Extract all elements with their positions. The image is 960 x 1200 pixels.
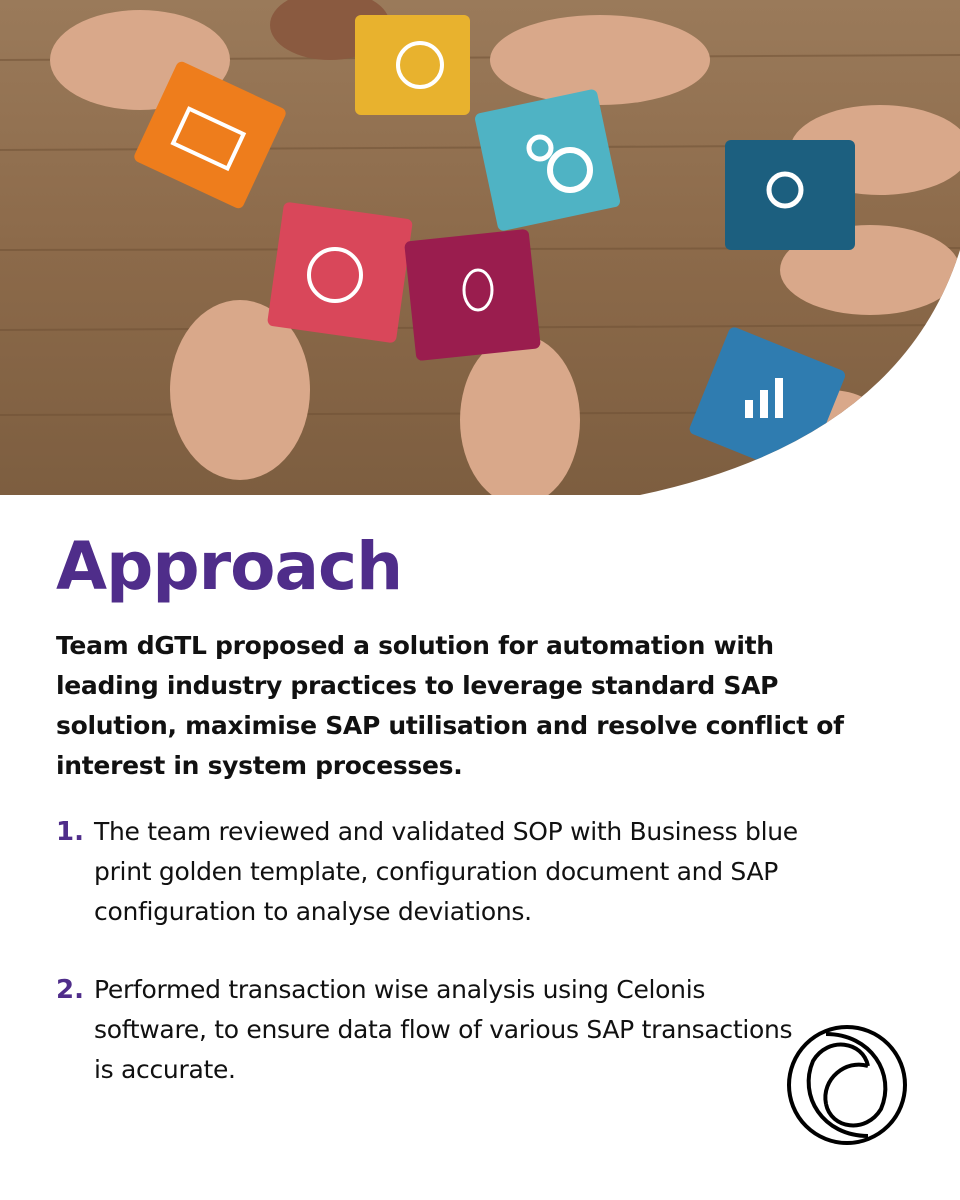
step-number: 2. xyxy=(56,975,84,1005)
intro-paragraph: Team dGTL proposed a solution for automa… xyxy=(56,631,844,780)
list-item: 2. Performed transaction wise analysis u… xyxy=(56,970,846,1090)
page-title: Approach xyxy=(56,528,403,605)
list-item: 1. The team reviewed and validated SOP w… xyxy=(56,812,846,932)
step-number: 1. xyxy=(56,817,84,847)
brand-logo-icon xyxy=(786,1024,908,1146)
hero-image xyxy=(0,0,960,495)
step-text: Performed transaction wise analysis usin… xyxy=(94,975,793,1084)
envelope-piece xyxy=(134,61,286,209)
step-text: The team reviewed and validated SOP with… xyxy=(94,817,798,926)
steps-list: 1. The team reviewed and validated SOP w… xyxy=(56,812,846,1128)
